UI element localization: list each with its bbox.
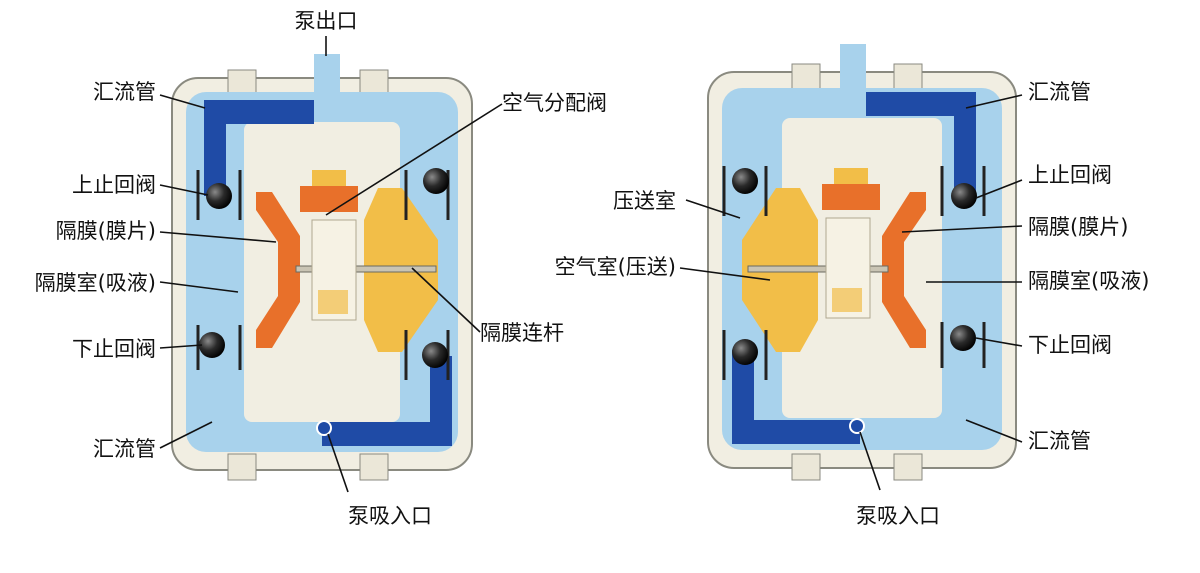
- left-lower-check-label: 下止回阀: [72, 337, 156, 361]
- left-manifold-top-label: 汇流管: [93, 80, 156, 104]
- left-upper-ball-left: [206, 183, 232, 209]
- left-diaphragm-orange: [256, 192, 300, 348]
- right-lower-ball-left: [732, 339, 758, 365]
- left-upper-check-label: 上止回阀: [72, 173, 156, 197]
- right-manifold-top-label: 汇流管: [1028, 80, 1091, 104]
- right-inlet-label: 泵吸入口: [856, 504, 940, 528]
- left-pump: [171, 54, 473, 481]
- right-air-chamber-label: 空气室(压送): [555, 255, 676, 279]
- left-chamber-label: 隔膜室(吸液): [35, 271, 156, 295]
- right-lower-ball-right: [950, 325, 976, 351]
- right-upper-check-label: 上止回阀: [1028, 163, 1112, 187]
- right-diaphragm-orange: [882, 192, 926, 348]
- right-connecting-rod: [747, 265, 889, 273]
- right-inlet-mark: [849, 418, 865, 434]
- left-lower-ball-right: [422, 342, 448, 368]
- left-diaphragm-label: 隔膜(膜片): [56, 219, 156, 243]
- left-inlet-label: 泵吸入口: [348, 504, 432, 528]
- right-air-valve-body: [822, 184, 880, 210]
- right-upper-ball-right: [951, 183, 977, 209]
- left-outlet-label: 泵出口: [295, 9, 358, 33]
- left-upper-ball-right: [423, 168, 449, 194]
- left-lower-ball-left: [199, 332, 225, 358]
- right-bottom-manifold-dark: [732, 350, 860, 444]
- right-outlet-pipe: [840, 44, 866, 110]
- right-lower-check-label: 下止回阀: [1028, 333, 1112, 357]
- left-outlet-pipe: [314, 54, 340, 118]
- right-upper-ball-left: [732, 168, 758, 194]
- left-rod-label: 隔膜连杆: [480, 321, 564, 345]
- right-press-chamber-label: 压送室: [613, 189, 676, 213]
- right-manifold-bottom-label: 汇流管: [1028, 429, 1091, 453]
- left-manifold-bottom-label: 汇流管: [93, 437, 156, 461]
- left-inlet-mark: [316, 420, 332, 436]
- leader-lines: [159, 36, 1023, 493]
- left-bottom-manifold-dark: [322, 356, 452, 446]
- right-pump: [707, 44, 1017, 481]
- left-connecting-rod: [295, 265, 437, 273]
- left-air-valve-label: 空气分配阀: [502, 91, 607, 115]
- right-chamber-label: 隔膜室(吸液): [1028, 269, 1149, 293]
- right-diaphragm-label: 隔膜(膜片): [1028, 215, 1128, 239]
- left-top-manifold-dark: [204, 100, 314, 196]
- left-air-valve-body: [300, 186, 358, 212]
